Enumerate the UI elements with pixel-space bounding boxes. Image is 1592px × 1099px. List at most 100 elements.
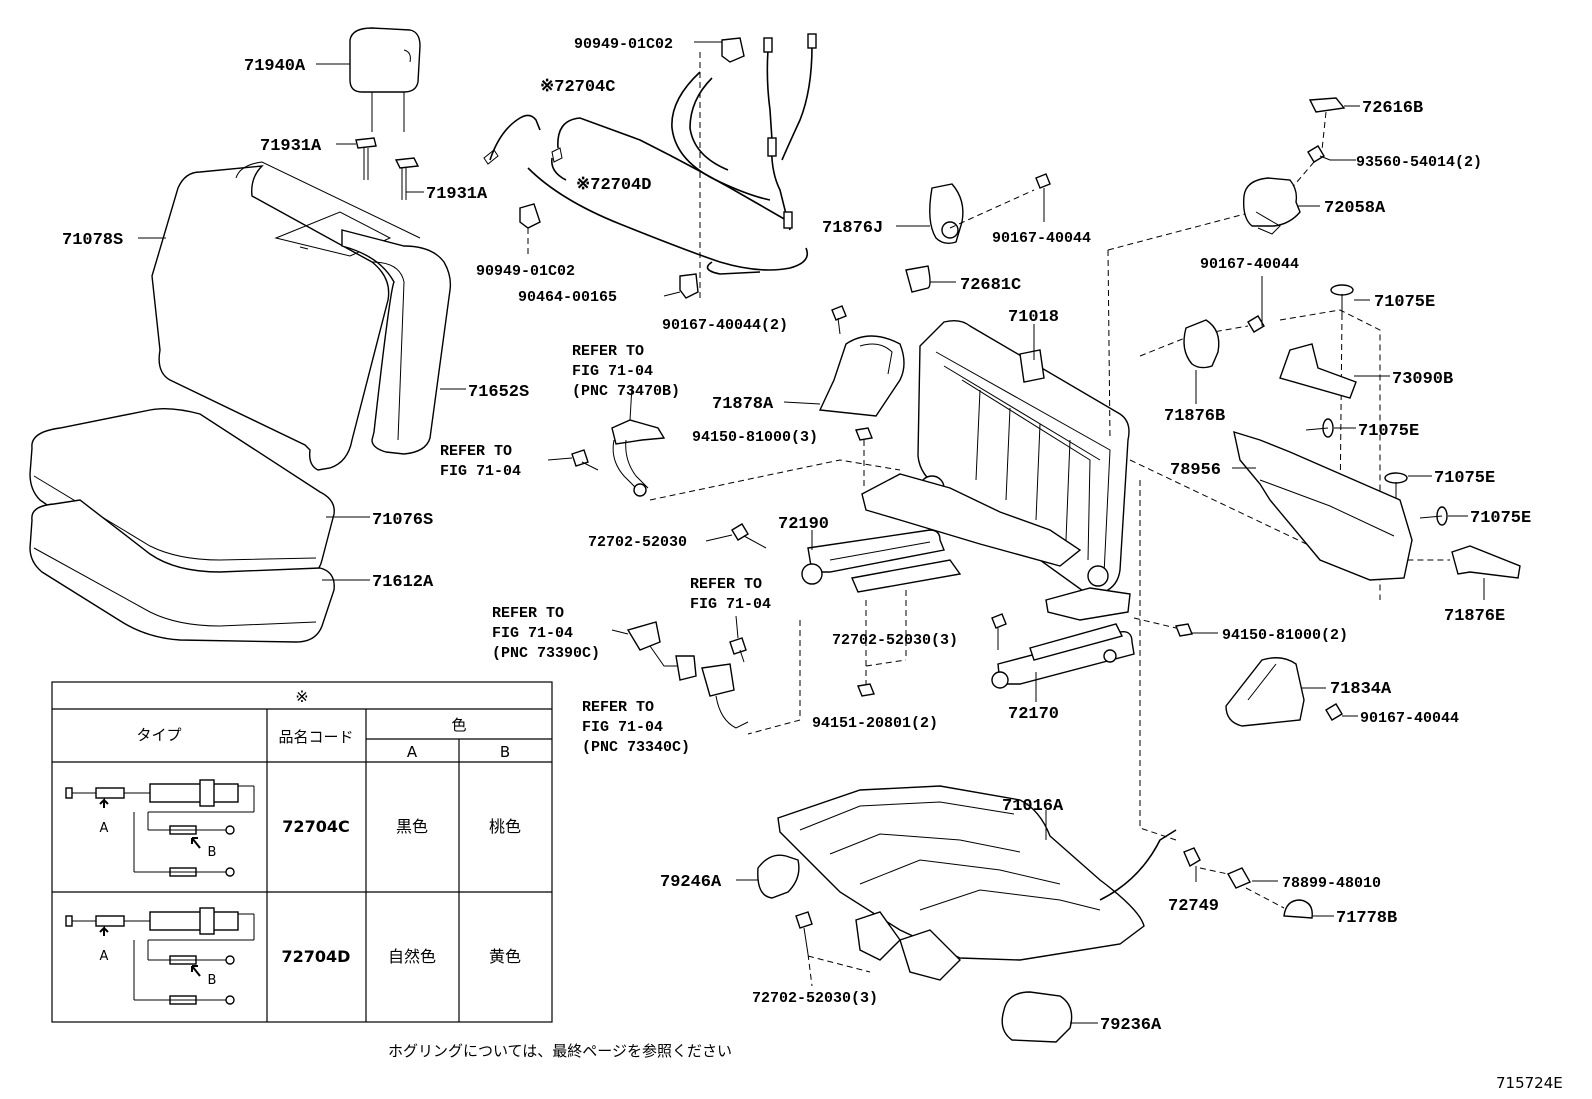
seat-track-72190 <box>801 529 962 593</box>
label-71876J: 71876J <box>822 219 883 238</box>
harness-72704C-arrow-a: A <box>100 821 109 836</box>
table-header-sub-b: B <box>500 743 510 761</box>
clip-71075E-4 <box>1419 506 1448 526</box>
bolt-90167-2 <box>831 305 847 335</box>
clip-71075E-3 <box>1384 472 1408 500</box>
refer-block-5: REFER TO FIG 71-04 (PNC 73340C) <box>582 699 690 756</box>
label-71018: 71018 <box>1008 308 1059 327</box>
refer-block-1: REFER TO FIG 71-04 (PNC 73470B) <box>572 343 680 400</box>
bolt-72702-a <box>731 523 767 549</box>
refer-block-4: REFER TO FIG 71-04 <box>690 576 771 613</box>
seat-track-72170 <box>991 623 1135 689</box>
label-79236A: 79236A <box>1100 1016 1162 1035</box>
label-71075E-1: 71075E <box>1374 293 1435 312</box>
cap-72616B <box>1308 97 1346 113</box>
table-mark: ※ <box>295 687 308 706</box>
nut-94150-3 <box>855 427 873 441</box>
label-71876E: 71876E <box>1444 607 1505 626</box>
label-71876B: 71876B <box>1164 407 1225 426</box>
bracket-73090B <box>1279 343 1357 399</box>
label-72170: 72170 <box>1008 705 1059 724</box>
bolt-72702-b <box>991 613 1007 650</box>
label-72704C: ※72704C <box>540 78 615 97</box>
cover-71876B <box>1183 319 1220 369</box>
cap-71778B <box>1283 899 1313 919</box>
table-header-sub-a: A <box>407 743 418 761</box>
label-94151: 94151-20801(2) <box>812 715 938 732</box>
seatback-cover-71078S <box>151 161 421 471</box>
label-90464: 90464-00165 <box>518 289 617 306</box>
clip-90949-bottom <box>519 203 541 258</box>
table-header-color: 色 <box>451 716 466 734</box>
label-90167-c: 90167-40044 <box>1360 710 1459 727</box>
label-71878A: 71878A <box>712 395 774 414</box>
bolt-90167-top <box>1035 173 1051 222</box>
label-90167-b: 90167-40044 <box>1200 256 1299 273</box>
table-row2-color-a: 自然色 <box>388 947 436 966</box>
seat-cushion-pad-71612A <box>29 499 335 643</box>
screw-93560 <box>1307 145 1331 163</box>
cover-72681C <box>905 265 931 293</box>
label-73090B: 73090B <box>1392 370 1453 389</box>
wire-harness-72704D <box>527 167 809 275</box>
clip-90464-00165 <box>679 273 699 299</box>
cover-71876J <box>929 183 964 245</box>
label-71834A: 71834A <box>1330 680 1392 699</box>
nut-94150-2 <box>1175 623 1193 637</box>
label-71016A: 71016A <box>1002 797 1064 816</box>
refer-3-line-1: REFER TO <box>492 605 564 622</box>
seat-frame-71018 <box>861 319 1131 621</box>
cover-71876E <box>1451 545 1521 579</box>
seat-base-71016A <box>777 785 1177 981</box>
label-71931A-2: 71931A <box>426 185 488 204</box>
label-71075E-3: 71075E <box>1434 469 1495 488</box>
headrest-71940A <box>349 27 421 132</box>
refer-5-line-1: REFER TO <box>582 699 654 716</box>
figure-id: 715724E <box>1496 1074 1563 1092</box>
hog-ring-footnote: ホグリングについては、最終ページを参照ください <box>388 1042 732 1060</box>
harness-72704D-arrow-b: B <box>208 973 217 988</box>
label-78899: 78899-48010 <box>1282 875 1381 892</box>
buckle-ref-73390C <box>626 621 697 681</box>
label-90949-bottom: 90949-01C02 <box>476 263 575 280</box>
label-72681C: 72681C <box>960 276 1021 295</box>
label-71078S: 71078S <box>62 231 123 250</box>
table-row1-color-b: 桃色 <box>489 817 521 836</box>
label-71075E-4: 71075E <box>1470 509 1531 528</box>
label-71940A: 71940A <box>244 57 306 76</box>
cover-71878A <box>818 335 905 417</box>
nut-94151 <box>857 683 875 697</box>
seatback-pad-71652S <box>341 229 452 455</box>
harness-legend-table: ※ タイプ 品名コード 色 A B A B <box>51 681 553 1023</box>
bolt-90167-b <box>1247 276 1265 333</box>
refer-5-line-3: (PNC 73340C) <box>582 739 690 756</box>
refer-2-line-1: REFER TO <box>440 443 512 460</box>
label-72702-b: 72702-52030(3) <box>832 632 958 649</box>
buckle-ref-73340C <box>701 637 749 729</box>
harness-drawing-72704C: A B <box>65 779 255 877</box>
bolt-72702-c <box>795 911 813 955</box>
harness-72704D-arrow-a: A <box>100 949 109 964</box>
refer-4-line-1: REFER TO <box>690 576 762 593</box>
wire-loop-harness <box>671 33 817 231</box>
table-row2-color-b: 黄色 <box>489 947 521 966</box>
wire-harness-72704C <box>483 114 787 221</box>
refer-3-line-3: (PNC 73390C) <box>492 645 600 662</box>
label-94150-2: 94150-81000(2) <box>1222 627 1348 644</box>
clip-90949-top <box>699 37 745 300</box>
refer-block-3: REFER TO FIG 71-04 (PNC 73390C) <box>492 605 600 662</box>
refer-3-line-2: FIG 71-04 <box>492 625 573 642</box>
label-79246A: 79246A <box>660 873 722 892</box>
refer-4-line-2: FIG 71-04 <box>690 596 771 613</box>
label-71075E-2: 71075E <box>1358 422 1419 441</box>
cover-79246A <box>757 854 800 899</box>
label-71778B: 71778B <box>1336 909 1397 928</box>
label-90949-top: 90949-01C02 <box>574 36 673 53</box>
bolt-78899 <box>1227 867 1251 889</box>
refer-block-2: REFER TO FIG 71-04 <box>440 443 521 480</box>
table-row1-color-a: 黒色 <box>396 817 428 836</box>
label-72058A: 72058A <box>1324 199 1386 218</box>
label-71931A-1: 71931A <box>260 137 322 156</box>
